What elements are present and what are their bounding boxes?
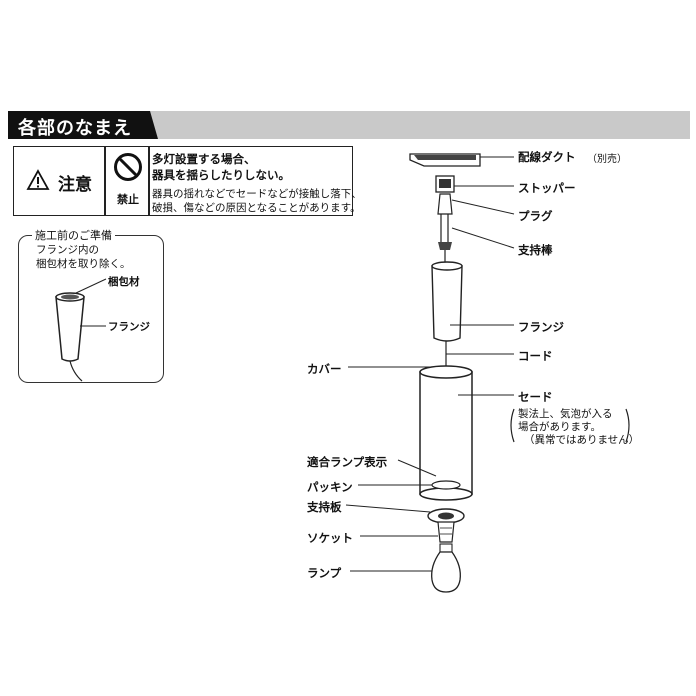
prep-instruction-line: 梱包材を取り除く。	[36, 258, 131, 270]
flange-illustration	[55, 278, 107, 382]
label-lamp-indicator: 適合ランプ表示	[307, 455, 388, 469]
shade-note-line: 製法上、気泡が入る	[518, 408, 613, 420]
caution-label: 注意	[58, 175, 92, 195]
caution-detail-line: 器具の揺れなどでセードなどが接触し落下、	[152, 188, 362, 200]
shade-note-line: （異常ではありません）	[524, 434, 640, 446]
label-support-plate: 支持板	[307, 500, 342, 514]
label-packing: パッキン	[307, 480, 353, 494]
prep-instruction-line: フランジ内の	[36, 244, 99, 256]
section-title: 各部のなまえ	[18, 118, 132, 139]
prep-title: 施工前のご準備	[32, 227, 115, 243]
caution-box	[13, 146, 353, 216]
label-shade: セード	[518, 390, 553, 404]
caution-detail-line: 破損、傷などの原因となることがあります。	[152, 202, 361, 214]
label-duct-sold-separately: （別売）	[587, 154, 627, 165]
caution-divider	[104, 146, 106, 216]
label-socket: ソケット	[307, 531, 353, 545]
label-duct: 配線ダクト	[518, 150, 576, 164]
prep-packing-label: 梱包材	[108, 276, 140, 288]
label-stopper: ストッパー	[518, 181, 576, 195]
label-plug: プラグ	[518, 209, 553, 223]
caution-divider	[148, 146, 150, 216]
label-cord: コード	[518, 349, 553, 363]
shade-note-line: 場合があります。	[518, 421, 601, 433]
label-lamp: ランプ	[307, 566, 342, 580]
prep-flange-label: フランジ	[108, 321, 150, 333]
label-cover: カバー	[307, 362, 342, 376]
prohibit-label: 禁止	[117, 193, 139, 206]
label-support-rod: 支持棒	[518, 243, 553, 257]
section-header-tab	[8, 111, 158, 139]
caution-text-line: 多灯設置する場合、	[152, 152, 256, 166]
prohibition-icon	[114, 153, 142, 181]
warning-triangle-icon	[26, 169, 50, 190]
label-flange: フランジ	[518, 320, 564, 334]
caution-text-line: 器具を揺らしたりしない。	[152, 168, 290, 182]
